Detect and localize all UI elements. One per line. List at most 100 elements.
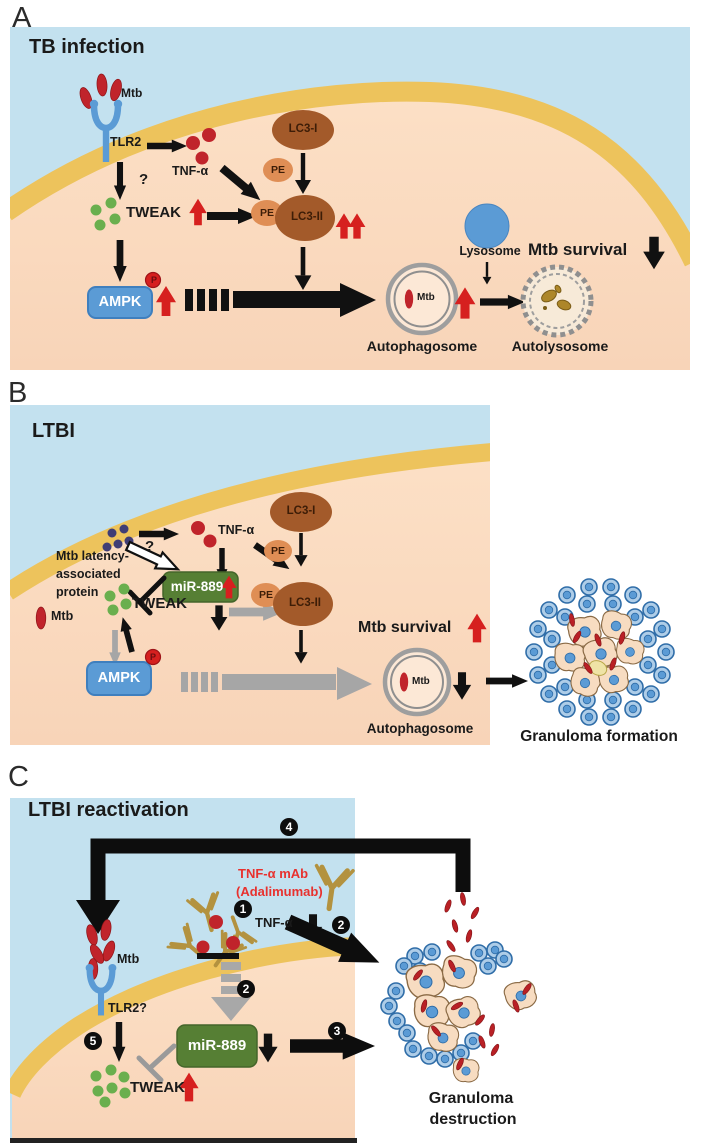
pe2-label-a: PE <box>259 207 275 219</box>
panel-c-bottom-edge <box>10 1138 357 1143</box>
autolysosome-a <box>520 264 594 338</box>
circled-number-4: 4 <box>280 818 298 836</box>
cell-membrane-a <box>10 81 690 267</box>
mir889-box-b <box>162 571 239 603</box>
granuloma-formation-illustration <box>525 578 675 726</box>
pe1-label-a: PE <box>270 164 286 176</box>
inhibition-bar-c <box>197 953 239 959</box>
circled-number-3: 3 <box>328 1022 346 1040</box>
autophagosome-label-a: Autophagosome <box>366 338 478 354</box>
autophagosome-mtb-label-a: Mtb <box>417 292 435 303</box>
ampk-label-b: AMPK <box>97 670 141 686</box>
mtb-label-c: Mtb <box>117 952 140 966</box>
pe1-a <box>263 158 293 182</box>
latency-label-line1-b: Mtb latency- <box>56 549 129 563</box>
panel-b-title: LTBI <box>32 420 75 442</box>
lc3ii-label-b: LC3-II <box>289 597 321 609</box>
tweak-label-c: TWEAK <box>130 1079 185 1096</box>
autophagosome-a <box>385 262 459 336</box>
latency-label-line2-b: associated <box>56 567 121 581</box>
mir889-label-b: miR-889 <box>170 579 224 594</box>
pe1-b <box>264 540 292 562</box>
lysosome-a <box>464 203 510 249</box>
autophagosome-label-b: Autophagosome <box>366 721 474 736</box>
panel-b-graphics <box>10 405 675 745</box>
question-mark-a: ? <box>139 171 149 188</box>
ampk-box-a <box>87 286 153 319</box>
lc3i-label-a: LC3-I <box>288 123 318 135</box>
tlr2-label-a: TLR2 <box>110 135 142 149</box>
autophagosome-b <box>382 647 452 717</box>
inhibition-mir-tweak-b <box>127 575 167 616</box>
tnf-label-a: TNF-α <box>172 164 209 178</box>
latency-protein-dots-b <box>102 524 134 552</box>
granuloma-formation-label: Granuloma formation <box>520 728 678 745</box>
tweak-label-b: TWEAK <box>132 595 187 612</box>
lc3i-b <box>270 492 332 532</box>
tweak-dots-c <box>90 1064 131 1108</box>
arrow-to-granuloma-b <box>486 674 528 688</box>
tweak-label-a: TWEAK <box>126 204 181 221</box>
tlr2-receptor-c <box>85 963 117 1016</box>
mtb-bacterium-b <box>35 606 47 630</box>
panel-a-letter: A <box>12 2 32 34</box>
phospho-circle-a <box>144 271 162 289</box>
lc3ii-b <box>273 582 333 626</box>
lc3i-label-b: LC3-I <box>286 505 316 517</box>
phospho-circle-b <box>144 648 162 666</box>
ampk-label-a: AMPK <box>98 294 142 310</box>
pe2-label-b: PE <box>258 589 274 601</box>
pe2-a <box>251 200 283 226</box>
mir889-label-c: miR-889 <box>187 1037 247 1054</box>
lc3i-a <box>272 110 334 150</box>
latency-label-line3-b: protein <box>56 585 99 599</box>
tweak-dots-b <box>104 583 132 616</box>
circled-number-1: 1 <box>234 900 252 918</box>
tnf-label-b: TNF-α <box>218 523 255 537</box>
tlr2-label-c: TLR2? <box>108 1001 147 1015</box>
tnf-label-c: TNF-α <box>255 915 293 930</box>
mtb-survival-label-b: Mtb survival <box>358 619 452 636</box>
phospho-label-b: P <box>149 652 157 662</box>
feedback-elbow-arrow-c <box>76 838 471 934</box>
phospho-label-a: P <box>150 275 158 285</box>
circled-number-2b: 2 <box>237 980 255 998</box>
tnf-dots-a <box>186 128 216 165</box>
tnf-dots-b <box>191 521 217 548</box>
panel-c-title: LTBI reactivation <box>28 799 189 821</box>
panel-a-graphics <box>10 27 690 370</box>
circled-number-2a: 2 <box>332 916 350 934</box>
cell-membrane-c <box>10 937 355 1099</box>
mtb-survival-label-a: Mtb survival <box>528 240 628 259</box>
panel-b-letter: B <box>8 377 28 409</box>
pe1-label-b: PE <box>270 545 286 557</box>
mtb-label-b: Mtb <box>51 609 74 623</box>
autolysosome-label-a: Autolysosome <box>511 338 609 354</box>
cell-membrane-b <box>10 443 490 600</box>
lc3ii-a <box>275 195 335 241</box>
granuloma-destruction-label-line1: Granuloma <box>428 1090 514 1107</box>
panel-a-title: TB infection <box>29 36 145 58</box>
panel-c-letter: C <box>8 761 29 793</box>
autophagy-dashed-arrow-a <box>185 283 376 317</box>
mir889-box-c <box>176 1024 258 1068</box>
gray-dashed-arrow-to-mir-c <box>211 962 251 1021</box>
tnf-mab-label-line2: (Adalimumab) <box>236 884 323 899</box>
gray-dashed-autophagy-arrow-b <box>181 667 372 700</box>
lc3ii-label-a: LC3-II <box>291 211 323 223</box>
mtb-bacteria-a <box>79 73 122 109</box>
ampk-box-b <box>86 661 152 696</box>
lysosome-label-a: Lysosome <box>459 244 521 258</box>
granuloma-destruction-illustration <box>380 891 540 1084</box>
autophagosome-mtb-label-b: Mtb <box>412 676 430 687</box>
mtb-label-a: Mtb <box>121 86 143 100</box>
circled-number-5: 5 <box>84 1032 102 1050</box>
gray-inhibition-mir-tweak-c <box>136 1043 177 1083</box>
panel-c-graphics <box>10 798 540 1143</box>
question-mark-b: ? <box>145 538 155 555</box>
tnf-mab-label-line1: TNF-α mAb <box>238 866 309 881</box>
antibody-tnf-complex-c <box>168 893 259 976</box>
tweak-dots-a <box>90 197 121 231</box>
